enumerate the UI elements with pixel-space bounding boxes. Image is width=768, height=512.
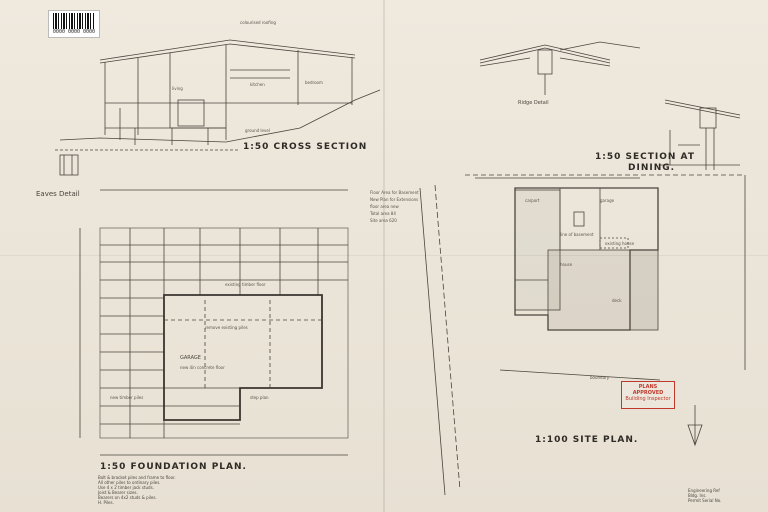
ridge-detail-title: Ridge Detail: [518, 100, 549, 106]
site-label-garage: garage: [600, 198, 615, 203]
foundation-label-garage: GARAGE: [180, 355, 201, 361]
barcode-icon: [53, 13, 95, 29]
fold-line-vertical: [383, 0, 385, 512]
foundation-note: Bearers on 4x2 studs & piles.: [98, 495, 157, 500]
stamp-line-3: Building Inspector: [625, 396, 671, 402]
barcode-number: 0000 0000 0000: [52, 29, 96, 35]
site-note-3: floor area new: [370, 204, 399, 209]
foundation-label-note2: new timber piles: [110, 395, 144, 400]
site-note-4: Total area 84: [370, 211, 396, 216]
eaves-detail-title: Eaves Detail: [36, 190, 80, 198]
section-label-roof: colourised roofing: [240, 20, 276, 25]
section-label-ground: ground level: [245, 128, 270, 133]
title-block: Engineering Ref Bldg. Ins. Permit Serial…: [688, 488, 721, 503]
section-dining-title-2: DINING.: [628, 163, 676, 173]
site-plan-title: 1:100 SITE PLAN.: [535, 435, 639, 445]
foundation-label-note1: remove existing piles: [205, 325, 248, 330]
site-note-2: New Plan for Extensions: [370, 197, 419, 202]
site-note-1: Floor Area for Basement: [370, 190, 419, 195]
barcode-label: 0000 0000 0000: [48, 10, 100, 38]
site-label-deck: deck: [612, 298, 622, 303]
section-label-bedroom: bedroom: [305, 80, 323, 85]
site-label-carport: carport: [525, 198, 540, 203]
foundation-plan-drawing: [79, 189, 349, 456]
foundation-note: Joist & Bearer sizes.: [98, 490, 138, 495]
stamp-line-2: APPROVED: [632, 390, 664, 396]
foundation-note: Use 4 x 2 timber jack studs.: [98, 485, 154, 490]
site-label-house: house: [560, 262, 573, 267]
foundation-label-existing: existing timber floor: [225, 282, 266, 287]
title-block-line: Permit Serial No.: [688, 498, 722, 503]
site-plan-drawing: [419, 174, 746, 496]
section-dining-title: 1:50 SECTION AT: [595, 152, 695, 162]
section-label-kitchen: kitchen: [250, 82, 265, 87]
cross-section-drawing: [55, 39, 381, 176]
foundation-label-step: step plan: [250, 395, 269, 400]
title-block-line: Engineering Ref: [688, 488, 720, 493]
site-label-boundary: boundary: [590, 375, 610, 380]
site-label-existing: existing house: [605, 241, 635, 246]
foundation-note: All other piles to ordinary piles.: [98, 480, 161, 485]
foundation-label-concrete: new 4in concrete floor: [180, 365, 225, 370]
fold-line-horizontal: [0, 255, 768, 256]
dining-section-drawing: [660, 99, 741, 170]
ridge-detail-drawing: [479, 41, 641, 95]
title-block-line: Bldg. Ins.: [688, 493, 707, 498]
cross-section-title: 1:50 CROSS SECTION: [243, 142, 368, 152]
foundation-note: H. Piles.: [98, 500, 114, 505]
approval-stamp: PLANS APPROVED Building Inspector: [621, 381, 675, 409]
foundation-notes: Bolt & bracket piles and frame to floor.…: [98, 475, 176, 505]
site-note-5: Site area 620: [370, 218, 397, 223]
foundation-plan-title: 1:50 FOUNDATION PLAN.: [100, 462, 247, 472]
section-label-living: living: [172, 86, 183, 91]
stamp-line-1: PLANS: [638, 384, 658, 390]
site-label-basement: line of basement: [560, 232, 594, 237]
foundation-note: Bolt & bracket piles and frame to floor.: [98, 475, 176, 480]
